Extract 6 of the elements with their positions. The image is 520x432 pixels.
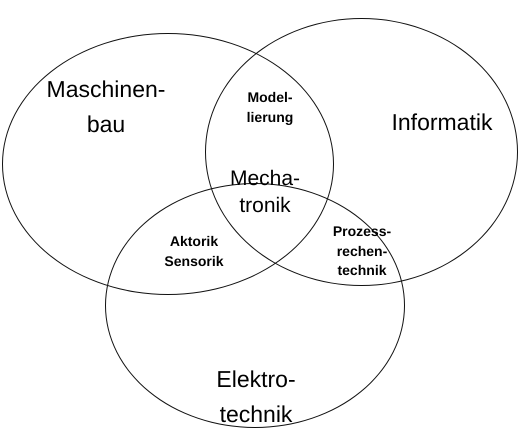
intersection-label: Aktorik Sensorik <box>163 232 225 271</box>
set-label: Elektro- technik <box>215 365 297 428</box>
venn-circle <box>2 33 334 295</box>
set-label: Informatik <box>390 108 494 137</box>
intersection-label: Model- lierung <box>246 88 294 127</box>
set-label: Maschinen- bau <box>46 75 166 138</box>
